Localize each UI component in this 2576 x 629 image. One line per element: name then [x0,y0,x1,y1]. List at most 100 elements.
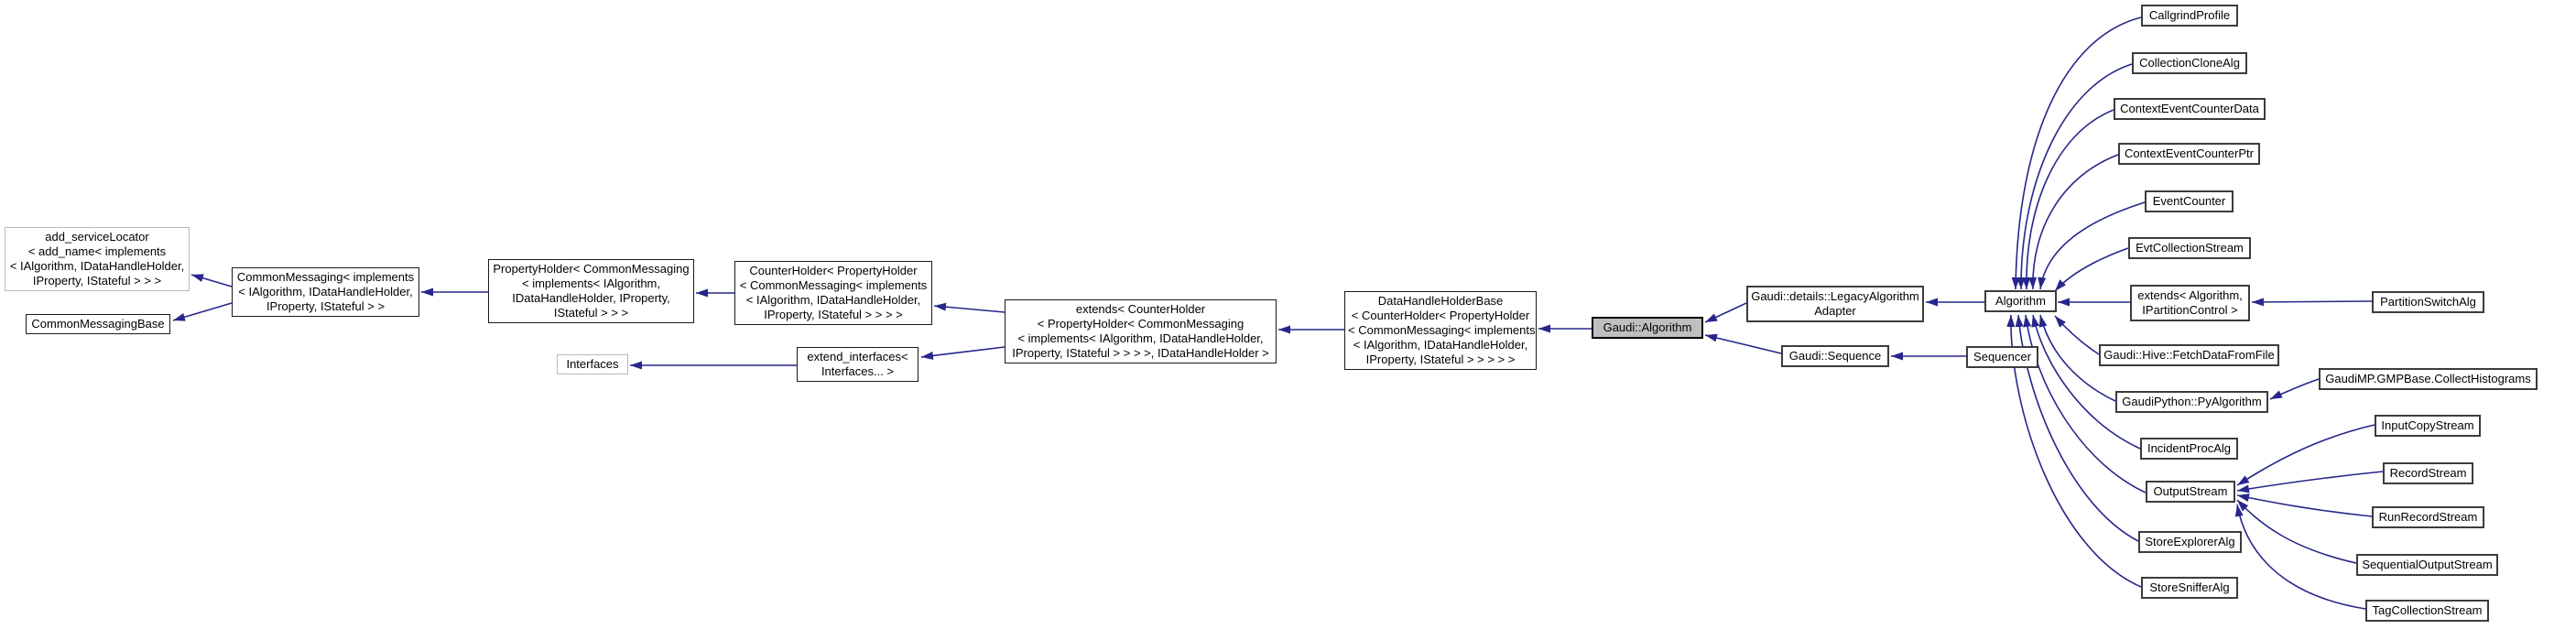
node-label-line: RunRecordStream [2378,510,2478,524]
node-label-line: Adapter [1814,304,1856,318]
node-label-line: IncidentProcAlg [2147,441,2232,455]
node-label-line: < CommonMessaging< implements [739,278,928,292]
edge-context-event-counter-data-to-algorithm [2022,109,2114,290]
node-partition-switch-alg[interactable]: PartitionSwitchAlg [2372,291,2484,313]
node-label-line: Algorithm [1995,294,2046,308]
node-output-stream[interactable]: OutputStream [2146,481,2235,503]
node-label-line: extends< CounterHolder [1075,302,1206,316]
node-label-line: < IAlgorithm, IDataHandleHolder, [238,285,413,298]
node-label-line: Sequencer [1973,350,2031,363]
node-label-line: GaudiMP.GMPBase.CollectHistograms [2325,372,2531,385]
node-label-line: CallgrindProfile [2148,8,2231,22]
node-common-messaging-base[interactable]: CommonMessagingBase [26,314,170,334]
node-evt-collection-stream[interactable]: EvtCollectionStream [2128,237,2251,259]
node-label-line: < implements< IAlgorithm, IDataHandleHol… [1017,331,1264,345]
node-extend-interfaces[interactable]: extend_interfaces<Interfaces... > [797,347,918,382]
node-label-line: TagCollectionStream [2372,603,2483,617]
node-label-line: PartitionSwitchAlg [2380,295,2476,309]
node-label-line: Gaudi::Algorithm [1603,320,1692,334]
node-label-line: extend_interfaces< [807,350,908,363]
node-label-line: CollectionCloneAlg [2139,56,2240,70]
node-input-copy-stream[interactable]: InputCopyStream [2375,415,2481,437]
node-interfaces: Interfaces [557,354,628,374]
edge-input-copy-stream-to-output-stream [2236,424,2375,486]
node-callgrind-profile[interactable]: CallgrindProfile [2141,5,2238,27]
node-collection-clone-alg[interactable]: CollectionCloneAlg [2132,52,2247,74]
node-label-line: CounterHolder< PropertyHolder [749,264,918,277]
node-fetch-data-from-file[interactable]: Gaudi::Hive::FetchDataFromFile [2099,344,2279,366]
node-counter-holder[interactable]: CounterHolder< PropertyHolder< CommonMes… [734,261,932,325]
node-property-holder[interactable]: PropertyHolder< CommonMessaging< impleme… [488,259,694,323]
node-common-messaging[interactable]: CommonMessaging< implements< IAlgorithm,… [232,267,419,317]
node-label-line: extends< Algorithm, [2137,288,2243,302]
edge-fetch-data-from-file-to-algorithm [2054,315,2100,355]
edge-legacy-algorithm-adapter-to-gaudi-algorithm [1704,302,1747,323]
node-collect-histograms[interactable]: GaudiMP.GMPBase.CollectHistograms [2319,368,2538,390]
node-label-line: StoreSnifferAlg [2149,580,2230,594]
node-label-line: IStateful > > > [553,306,629,320]
node-label-line: Interfaces... > [821,364,895,378]
node-context-event-counter-data[interactable]: ContextEventCounterData [2114,98,2266,120]
node-label-line: < implements< IAlgorithm, [521,277,660,290]
node-label-line: Interfaces [566,357,619,371]
node-add-servicelocator: add_serviceLocator< add_name< implements… [5,227,190,291]
node-label-line: InputCopyStream [2381,418,2474,432]
edge-event-counter-to-algorithm [2038,201,2146,290]
node-extends-algorithm-ipartitioncontrol[interactable]: extends< Algorithm,IPartitionControl > [2130,285,2250,321]
node-py-algorithm[interactable]: GaudiPython::PyAlgorithm [2115,391,2268,413]
node-incident-proc-alg[interactable]: IncidentProcAlg [2140,438,2238,460]
edge-py-algorithm-to-algorithm [2038,314,2116,402]
node-label-line: RecordStream [2389,466,2467,480]
node-sequencer[interactable]: Sequencer [1966,346,2038,368]
edge-run-record-stream-to-output-stream [2236,493,2373,517]
node-label-line: CommonMessagingBase [31,317,165,331]
node-label-line: < CommonMessaging< implements [1348,323,1536,337]
node-record-stream[interactable]: RecordStream [2383,462,2473,484]
node-label-line: Gaudi::Sequence [1788,349,1882,363]
node-store-explorer-alg[interactable]: StoreExplorerAlg [2138,531,2242,553]
node-event-counter[interactable]: EventCounter [2145,190,2234,212]
node-label-line: < IAlgorithm, IDataHandleHolder, [745,293,921,307]
node-algorithm[interactable]: Algorithm [1984,290,2057,312]
node-label-line: ContextEventCounterData [2120,102,2259,115]
node-sequential-output-stream[interactable]: SequentialOutputStream [2356,554,2498,576]
node-label-line: < CounterHolder< PropertyHolder [1351,309,1530,322]
edge-tag-collection-stream-to-output-stream [2234,504,2366,610]
node-label-line: IProperty, IStateful > > > > > [1365,352,1516,366]
node-label-line: EvtCollectionStream [2136,241,2244,255]
node-tag-collection-stream[interactable]: TagCollectionStream [2365,600,2489,622]
node-label-line: CommonMessaging< implements [236,270,415,284]
node-context-event-counter-ptr[interactable]: ContextEventCounterPtr [2118,143,2260,165]
edge-common-messaging-to-add-servicelocator [190,274,233,287]
edge-incident-proc-alg-to-algorithm [2031,314,2141,450]
node-label-line: < PropertyHolder< CommonMessaging [1037,317,1245,331]
edge-collect-histograms-to-py-algorithm [2269,378,2320,400]
edge-output-stream-to-algorithm [2023,314,2147,493]
node-label-line: Gaudi::details::LegacyAlgorithm [1751,289,1919,303]
node-label-line: EventCounter [2152,194,2226,208]
node-label-line: StoreExplorerAlg [2145,535,2235,548]
edge-record-stream-to-output-stream [2236,471,2384,493]
node-store-sniffer-alg[interactable]: StoreSnifferAlg [2141,577,2238,599]
edge-callgrind-profile-to-algorithm [2011,16,2142,290]
node-label-line: OutputStream [2153,484,2228,498]
node-extends-counter-holder[interactable]: extends< CounterHolder< PropertyHolder< … [1005,299,1277,363]
node-gaudi-sequence[interactable]: Gaudi::Sequence [1781,345,1889,367]
edge-extends-counter-holder-to-extend-interfaces [920,346,1005,360]
node-label-line: IProperty, IStateful > > > > [764,308,903,321]
node-label-line: SequentialOutputStream [2362,558,2493,571]
node-label-line: IProperty, IStateful > > [266,299,386,313]
edge-context-event-counter-ptr-to-algorithm [2028,154,2119,290]
node-label-line: < IAlgorithm, IDataHandleHolder, [9,259,185,273]
edge-sequential-output-stream-to-output-stream [2236,499,2357,564]
edge-extends-counter-holder-to-counter-holder [933,302,1005,313]
node-gaudi-algorithm: Gaudi::Algorithm [1592,317,1703,339]
node-run-record-stream[interactable]: RunRecordStream [2372,506,2484,528]
node-label-line: ContextEventCounterPtr [2125,146,2254,160]
node-data-handle-holder-base[interactable]: DataHandleHolderBase< CounterHolder< Pro… [1344,291,1537,370]
node-label-line: IProperty, IStateful > > > >, IDataHandl… [1012,346,1269,360]
edge-evt-collection-stream-to-algorithm [2054,247,2129,292]
